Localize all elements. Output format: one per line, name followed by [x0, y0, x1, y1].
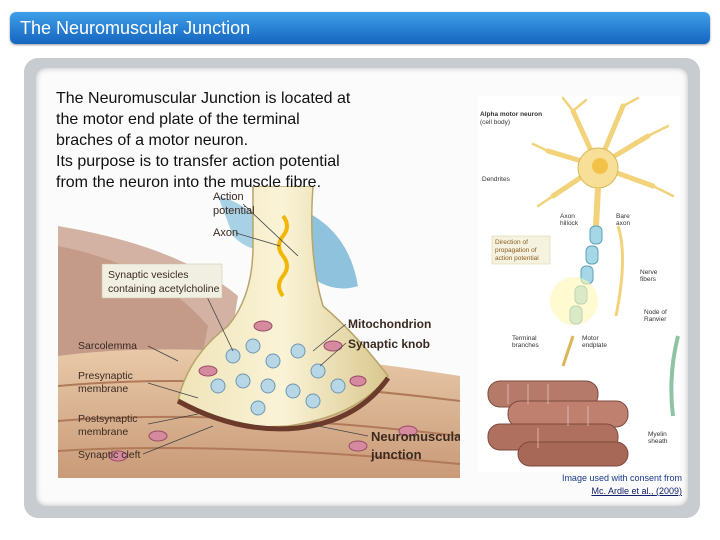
body-line: The Neuromuscular Junction is located at [56, 90, 351, 107]
credit-reference-link[interactable]: Mc. Ardle et al., (2009) [591, 486, 682, 496]
label-direction: Direction of [495, 239, 528, 246]
label-sarcolemma: Sarcolemma [78, 340, 137, 352]
label-nerve-fibers: Nerve [640, 269, 658, 276]
body-line: Its purpose is to transfer action potent… [56, 153, 340, 170]
image-credit: Image used with consent from Mc. Ardle e… [520, 472, 682, 498]
label-bare-axon-2: axon [616, 220, 630, 227]
label-direction-3: action potential [495, 255, 539, 262]
label-presynaptic-2: membrane [78, 383, 128, 395]
label-terminal-branches-2: branches [512, 342, 539, 349]
title-bar: The Neuromuscular Junction [10, 12, 710, 44]
label-postsynaptic-2: membrane [78, 426, 128, 438]
credit-line-1: Image used with consent from [561, 473, 682, 483]
label-synaptic-vesicles: Synaptic vesicles [108, 269, 189, 281]
body-line: the motor end plate of the terminal [56, 111, 300, 128]
label-axon: Axon [213, 227, 238, 239]
label-node-of-ranvier: Node of [644, 309, 667, 316]
motor-neuron-diagram: Alpha motor neuron (cell body) Dendrites… [478, 96, 680, 472]
label-postsynaptic: Postsynaptic [78, 413, 138, 425]
label-action-potential-2: potential [213, 205, 255, 217]
label-bare-axon: Bare [616, 213, 630, 220]
label-neuromuscular: Neuromuscular [371, 429, 460, 444]
label-action-potential: Action [213, 191, 244, 203]
label-motor-endplate: Motor [582, 335, 599, 342]
label-synaptic-vesicles-2: containing acetylcholine [108, 283, 220, 295]
label-nerve-fibers-2: fibers [640, 276, 657, 283]
neuromuscular-junction-diagram: Action potential Axon Synaptic vesicles … [58, 186, 460, 478]
label-axon-hillock: Axon [560, 213, 575, 220]
body-line: from the neuron into the muscle fibre. [56, 174, 322, 191]
label-synaptic-cleft: Synaptic cleft [78, 449, 141, 461]
label-junction: junction [370, 447, 422, 462]
label-presynaptic: Presynaptic [78, 370, 133, 382]
label-motor-endplate-2: endplate [582, 342, 607, 349]
label-direction-2: propagation of [495, 247, 537, 254]
label-myelin-sheath: Myelin [648, 431, 667, 438]
label-alpha-cell-body: (cell body) [480, 119, 510, 126]
label-synaptic-knob: Synaptic knob [348, 337, 430, 351]
label-mitochondrion: Mitochondrion [348, 317, 431, 331]
label-axon-hillock-2: hillock [560, 220, 579, 227]
label-terminal-branches: Terminal [512, 335, 537, 342]
slide-title: The Neuromuscular Junction [20, 18, 251, 38]
label-dendrites: Dendrites [482, 176, 511, 183]
label-myelin-sheath-2: sheath [648, 438, 668, 445]
label-alpha-motor-neuron: Alpha motor neuron [480, 111, 542, 118]
body-line: braches of a motor neuron. [56, 132, 249, 149]
label-node-of-ranvier-2: Ranvier [644, 316, 667, 323]
body-text: The Neuromuscular Junction is located at… [56, 88, 396, 193]
